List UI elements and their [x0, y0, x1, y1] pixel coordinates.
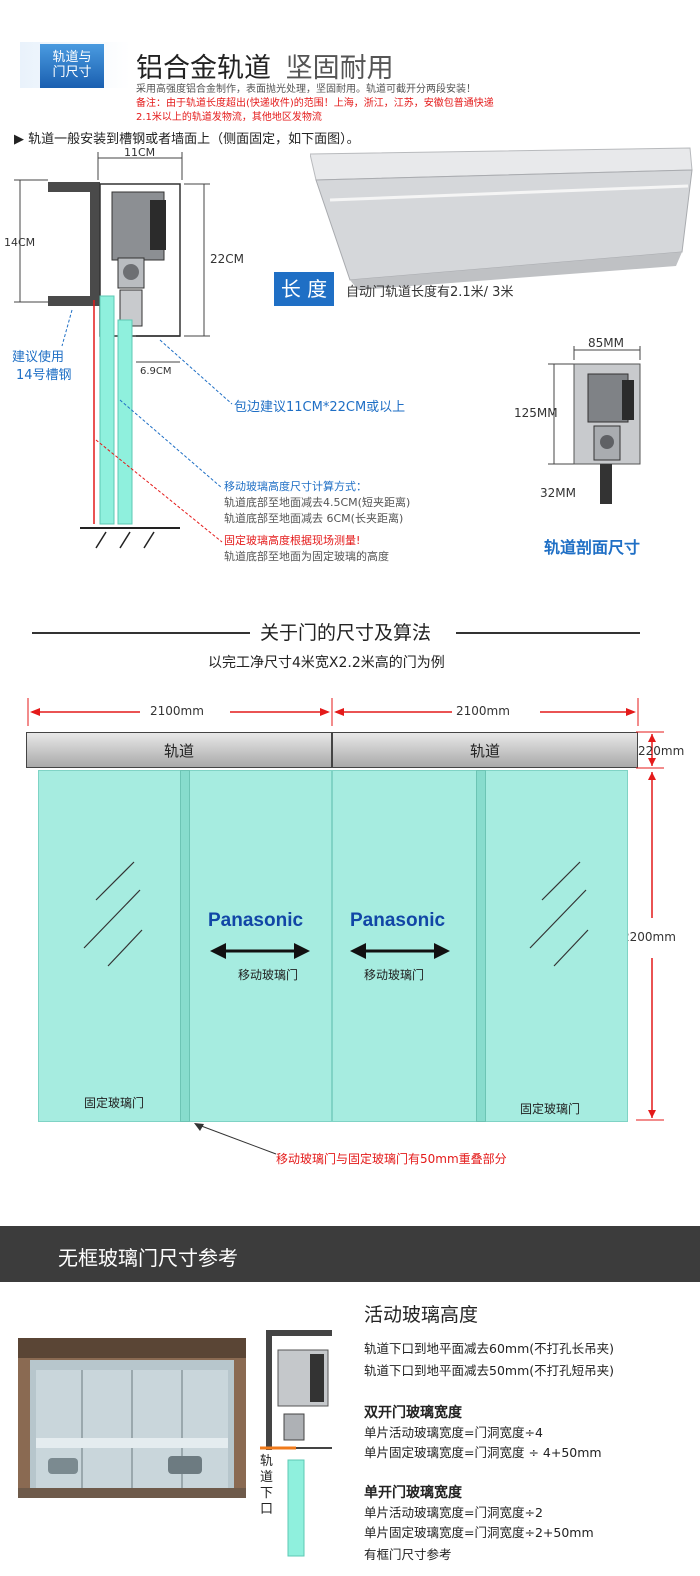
double-arrow-right-icon — [350, 943, 450, 959]
fixed-glass-right — [476, 770, 628, 1122]
moving-height-title: 移动玻璃高度尺寸计算方式： — [224, 480, 367, 493]
wrap-note: 包边建议11CM*22CM或以上 — [234, 400, 406, 415]
page-title: 铝合金轨道 坚固耐用 — [136, 46, 394, 85]
moving-door-label-right: 移动玻璃门 — [364, 968, 425, 982]
track-height-label: 220mm — [638, 744, 685, 758]
brand-logo-left: Panasonic — [208, 910, 304, 931]
moving-height-line1: 轨道底部至地面减去4.5CM(短夹距离) — [224, 496, 411, 509]
badge-line1: 轨道与 — [52, 50, 92, 65]
dim-label-69cm: 6.9CM — [140, 366, 172, 377]
track-bar-right — [332, 732, 638, 768]
badge-line2: 门尺寸 — [52, 65, 92, 80]
dim-label-14cm: 14CM — [4, 236, 36, 249]
door-section-subtitle: 以完工净尺寸4米宽X2.2米高的门为例 — [208, 655, 445, 671]
frameless-height-line2: 轨道下口到地平面减去50mm(不打孔短吊夹) — [364, 1363, 615, 1378]
brand-logo-right: Panasonic — [350, 910, 446, 931]
dim-label-125mm: 125MM — [514, 406, 558, 420]
vertical-rail-label: 轨道下口 — [260, 1454, 276, 1518]
width-dims — [27, 698, 639, 726]
single-door-line1: 单片活动玻璃宽度=门洞宽度÷2 — [364, 1505, 543, 1520]
double-door-line1: 单片活动玻璃宽度=门洞宽度÷4 — [364, 1425, 543, 1440]
door-title-line-right — [456, 632, 640, 634]
double-arrow-left-icon — [210, 943, 310, 959]
track-bar-left — [26, 732, 332, 768]
glass-reflection-left — [83, 861, 143, 967]
header-desc: 采用高强度铝合金制作，表面抛光处理，坚固耐用。轨道可截开分两段安装！ — [136, 84, 476, 95]
storefront-photo — [18, 1338, 246, 1498]
height-dims — [636, 731, 664, 1121]
fixed-glass-side — [99, 295, 115, 525]
dim-label-85mm: 85MM — [588, 336, 624, 350]
dim-label-32mm: 32MM — [540, 486, 576, 500]
left-width-label: 2100mm — [150, 704, 204, 718]
length-badge: 长 度 — [274, 272, 334, 306]
framed-door-ref: 有框门尺寸参考 — [364, 1547, 452, 1562]
track-label-right: 轨道 — [469, 742, 500, 760]
channel-note-2: 14号槽钢 — [16, 368, 72, 383]
frameless-banner-title: 无框玻璃门尺寸参考 — [58, 1246, 238, 1270]
header-note-1: 备注：由于轨道长度超出(快递收件)的范围！上海，浙江，江苏，安徽包普通快递 — [136, 98, 494, 109]
double-door-title: 双开门玻璃宽度 — [364, 1405, 462, 1421]
header-badge: 轨道与 门尺寸 — [40, 44, 104, 88]
install-diagram — [14, 152, 233, 549]
section-caption: 轨道剖面尺寸 — [544, 538, 641, 557]
double-door-line2: 单片固定玻璃宽度=门洞宽度 ÷ 4+50mm — [364, 1445, 602, 1460]
dim-label-11cm: 11CM — [124, 146, 156, 159]
overlap-arrow — [194, 1123, 277, 1155]
frameless-height-title: 活动玻璃高度 — [364, 1304, 479, 1326]
single-door-line2: 单片固定玻璃宽度=门洞宽度÷2+50mm — [364, 1525, 594, 1540]
install-instruction: ▶ 轨道一般安装到槽钢或者墙面上（侧面固定，如下面图）。 — [14, 132, 360, 147]
moving-door-label-left: 移动玻璃门 — [238, 968, 299, 982]
fixed-door-label-left: 固定玻璃门 — [84, 1096, 145, 1110]
track-section-drawing — [548, 346, 641, 504]
track-label-left: 轨道 — [163, 742, 194, 760]
frameless-height-line1: 轨道下口到地平面减去60mm(不打孔长吊夹) — [364, 1341, 615, 1356]
overlap-strip-right — [476, 770, 486, 1122]
fixed-height-line1: 轨道底部至地面为固定玻璃的高度 — [224, 550, 389, 563]
overlap-strip-left — [180, 770, 190, 1122]
right-width-label: 2100mm — [456, 704, 510, 718]
glass-reflection-right — [529, 861, 589, 967]
moving-glass-side — [117, 319, 133, 525]
single-door-title: 单开门玻璃宽度 — [364, 1485, 462, 1501]
vertical-rail-text: 轨道下口 — [260, 1454, 274, 1517]
door-title-line-left — [32, 632, 250, 634]
channel-note-1: 建议使用 — [12, 350, 65, 365]
frameless-banner: 无框玻璃门尺寸参考 — [0, 1226, 700, 1282]
track-rail-image — [310, 147, 693, 290]
rail-detail-drawing — [260, 1330, 332, 1557]
moving-height-line2: 轨道底部至地面减去 6CM(长夹距离) — [224, 512, 404, 525]
fixed-height-title: 固定玻璃高度根据现场测量! — [224, 534, 361, 547]
length-text: 自动门轨道长度有2.1米/ 3米 — [346, 285, 514, 300]
header-note-2: 2.1米以上的轨道发物流，其他地区发物流 — [136, 112, 322, 123]
title-main: 铝合金轨道 — [136, 53, 271, 84]
title-sub: 坚固耐用 — [285, 53, 394, 84]
channel-steel — [48, 182, 100, 306]
moving-glass-left — [180, 770, 332, 1122]
fixed-door-label-right: 固定玻璃门 — [520, 1102, 581, 1116]
door-height-label: 2200mm — [622, 930, 676, 944]
overlap-note: 移动玻璃门与固定玻璃门有50mm重叠部分 — [276, 1152, 507, 1166]
dim-label-22cm: 22CM — [210, 252, 245, 266]
door-section-title: 关于门的尺寸及算法 — [260, 622, 432, 644]
